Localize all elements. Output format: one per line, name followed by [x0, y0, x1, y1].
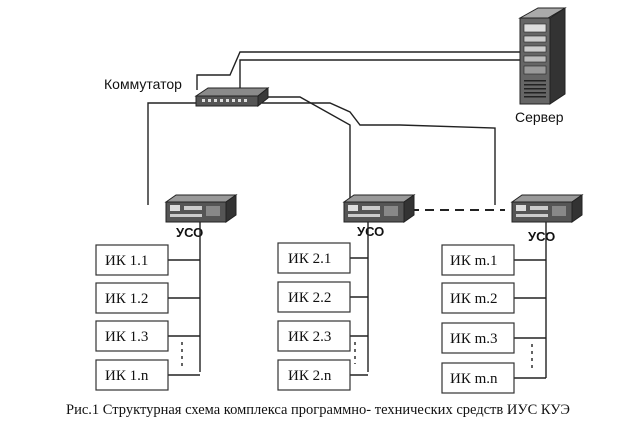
uso-label-m: УСО — [528, 229, 555, 244]
channel-label: ИК 1.1 — [105, 253, 148, 269]
server-label: Сервер — [515, 109, 564, 125]
switch-label: Коммутатор — [104, 76, 182, 92]
channel-box — [95, 359, 169, 391]
channel-label: ИК m.n — [450, 371, 498, 387]
channel-box — [277, 359, 351, 391]
uso-label-2: УСО — [357, 224, 384, 239]
group-2: ИК 2.1 ИК 2.2 ИК 2.3 ИК 2.n — [277, 222, 369, 391]
uso-label-1: УСО — [176, 225, 203, 240]
uso-device-1 — [164, 194, 238, 223]
group-m: ИК m.1 ИК m.2 ИК m.3 ИК m.n — [441, 222, 547, 394]
channel-label: ИК 1.3 — [105, 329, 148, 345]
channel-label: ИК 2.1 — [288, 251, 331, 267]
channel-box — [277, 242, 351, 274]
channel-label: ИК m.1 — [450, 253, 498, 269]
channel-label: ИК 2.3 — [288, 329, 331, 345]
channel-label: ИК 1.2 — [105, 291, 148, 307]
channel-box — [277, 320, 351, 352]
channel-box — [95, 282, 169, 314]
channel-box — [95, 244, 169, 276]
channel-box — [441, 282, 515, 314]
uso-device-m — [510, 194, 584, 223]
group-1: ИК 1.1 ИК 1.2 ИК 1.3 ИК 1.n — [95, 222, 201, 391]
channel-label: ИК 2.n — [288, 368, 332, 384]
uso-device-2 — [342, 194, 416, 223]
channel-label: ИК m.2 — [450, 291, 498, 307]
channel-label: ИК 2.2 — [288, 290, 331, 306]
channel-label: ИК m.3 — [450, 331, 498, 347]
figure-caption: Рис.1 Структурная схема комплекса програ… — [66, 402, 570, 418]
switch-device — [194, 86, 270, 108]
server-device — [518, 7, 567, 105]
channel-box — [95, 320, 169, 352]
network-wiring — [147, 51, 520, 205]
channel-label: ИК 1.n — [105, 368, 149, 384]
channel-box — [277, 281, 351, 313]
channel-box — [441, 244, 515, 276]
channel-box — [441, 362, 515, 394]
channel-box — [441, 322, 515, 354]
